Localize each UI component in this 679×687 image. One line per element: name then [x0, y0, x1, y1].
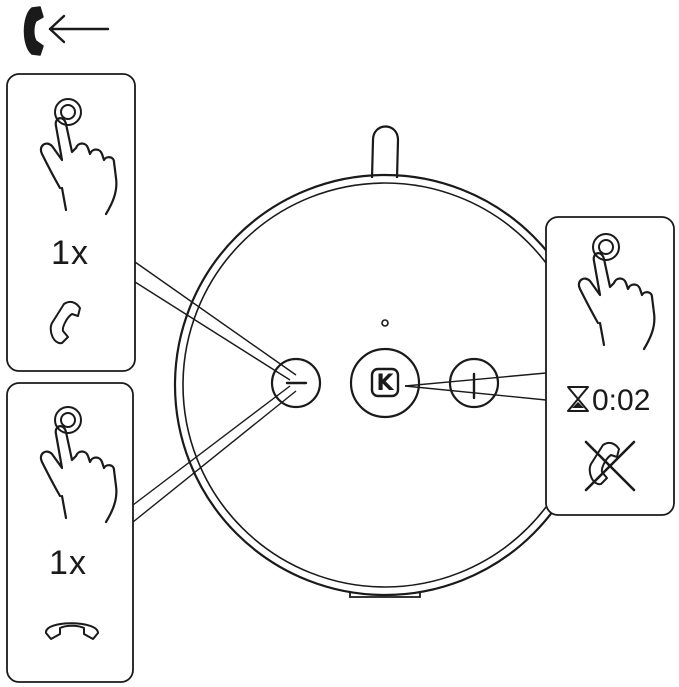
header: [23, 6, 110, 56]
device: K: [173, 125, 597, 598]
leader-reject-bottom: [404, 385, 547, 401]
plus-button[interactable]: [448, 357, 500, 409]
phone-incoming-icon: [23, 6, 44, 56]
phone-reject-icon: [584, 440, 636, 492]
led-indicator: [381, 319, 389, 327]
leader-reject-top: [404, 372, 547, 387]
leader-hangup-top: [132, 385, 291, 506]
leader-answer-top: [134, 261, 297, 376]
leader-hangup-bottom: [132, 390, 297, 523]
brand-logo-letter: K: [376, 371, 394, 396]
center-button[interactable]: K: [349, 347, 421, 419]
panel-reject: 0:02: [545, 216, 675, 516]
phone-hangup-icon: [45, 622, 99, 640]
device-bottom-tab: [349, 591, 421, 598]
leader-lines: [132, 261, 547, 523]
brand-logo-icon: [370, 367, 400, 398]
hangup-count-label: 1x: [49, 544, 87, 582]
answer-count-label: 1x: [51, 234, 89, 272]
reject-time-label: 0:02: [592, 384, 650, 417]
tap-hand-icon: [39, 406, 118, 524]
tap-hold-hand-icon: [577, 233, 656, 351]
minus-button[interactable]: [270, 357, 322, 409]
leader-answer-bottom: [134, 281, 291, 381]
tap-hand-icon: [39, 98, 118, 216]
hourglass-icon: [567, 386, 589, 412]
panel-hangup: 1x: [6, 382, 134, 683]
phone-answer-icon: [49, 300, 81, 345]
device-strap: [370, 125, 400, 179]
arrow-left-icon: [48, 14, 110, 44]
panel-answer: 1x: [6, 73, 136, 372]
